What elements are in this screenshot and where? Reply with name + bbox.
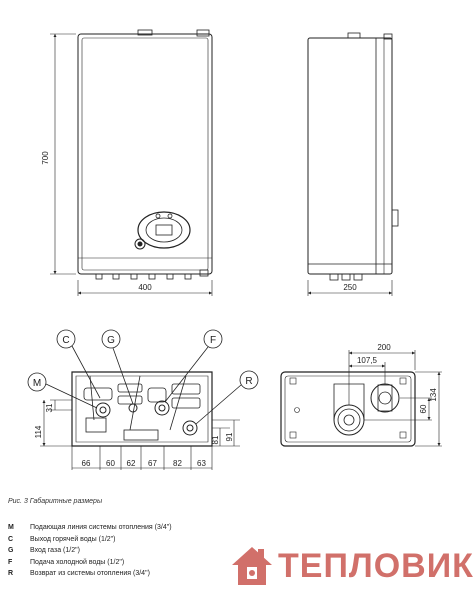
dim-bottom-chain-label: 60 <box>106 459 115 468</box>
control-panel <box>134 211 191 250</box>
legend-text: Подача холодной воды (1/2") <box>30 558 125 566</box>
callout-m: M <box>33 378 41 389</box>
dim-rear <box>348 350 442 447</box>
legend-key: F <box>8 558 13 566</box>
brand-watermark: ТЕПЛОВИК <box>228 541 473 589</box>
legend-key: C <box>8 535 14 543</box>
bottom-view <box>71 371 213 447</box>
dim-31-label: 31 <box>45 403 54 412</box>
legend-text: Подающая линия системы отопления (3/4") <box>30 524 172 531</box>
dim-depth <box>307 280 393 296</box>
legend-text: Вход газа (1/2") <box>30 547 80 555</box>
callout-r: R <box>245 376 252 387</box>
dim-bottom-chain-label: 63 <box>197 459 206 468</box>
legend-key: R <box>8 570 14 578</box>
callout-f: F <box>210 335 216 346</box>
dim-700-label: 700 <box>41 151 50 165</box>
callout-c: C <box>62 335 69 346</box>
dim-200-label: 200 <box>377 343 391 352</box>
dim-bottom-chain-label: 82 <box>173 459 182 468</box>
brand-name: ТЕПЛОВИК <box>278 547 474 585</box>
dim-134-label: 134 <box>429 388 438 402</box>
dim-250-label: 250 <box>343 283 357 292</box>
dim-400-label: 400 <box>138 283 152 292</box>
dim-height <box>50 33 76 275</box>
legend-key: M <box>8 524 14 531</box>
dim-81-label: 81 <box>211 435 220 444</box>
callouts <box>27 329 259 425</box>
legend-item-m: M Подающая линия системы отопления (3/4"… <box>8 524 172 536</box>
dim-width <box>77 280 213 296</box>
side-view <box>307 32 399 281</box>
dim-107-label: 107,5 <box>357 356 378 365</box>
front-view <box>77 29 213 280</box>
legend-key: G <box>8 547 14 555</box>
dim-bottom-right <box>212 419 240 447</box>
dim-91-label: 91 <box>225 432 234 441</box>
dim-bottom-chain-label: 66 <box>82 459 91 468</box>
dim-60-label: 60 <box>419 404 428 413</box>
callout-g: G <box>107 335 115 346</box>
dim-bottom-chain-label: 67 <box>148 459 157 468</box>
figure-caption: Рис. 3 Габаритные размеры <box>8 498 103 505</box>
legend-item-f: F Подача холодной воды (1/2") <box>8 559 172 571</box>
dim-114-label: 114 <box>34 425 43 438</box>
rear-view <box>280 371 416 447</box>
dim-bottom-chain <box>71 446 213 470</box>
legend-text: Выход горячей воды (1/2") <box>30 535 116 543</box>
technical-drawing: 700 400 250 <box>27 29 442 470</box>
legend-item-r: R Возврат из системы отопления (3/4") <box>8 570 172 582</box>
house-logo-icon <box>232 547 272 585</box>
legend-text: Возврат из системы отопления (3/4") <box>30 570 150 578</box>
dim-bottom-left <box>40 399 72 447</box>
legend-item-c: C Выход горячей воды (1/2") <box>8 536 172 548</box>
connection-legend: M Подающая линия системы отопления (3/4"… <box>8 524 172 582</box>
legend-item-g: G Вход газа (1/2") <box>8 547 172 559</box>
dim-bottom-chain-label: 62 <box>127 459 136 468</box>
dim-bottom-chain-labels: 66 60 62 67 82 63 <box>82 459 207 468</box>
